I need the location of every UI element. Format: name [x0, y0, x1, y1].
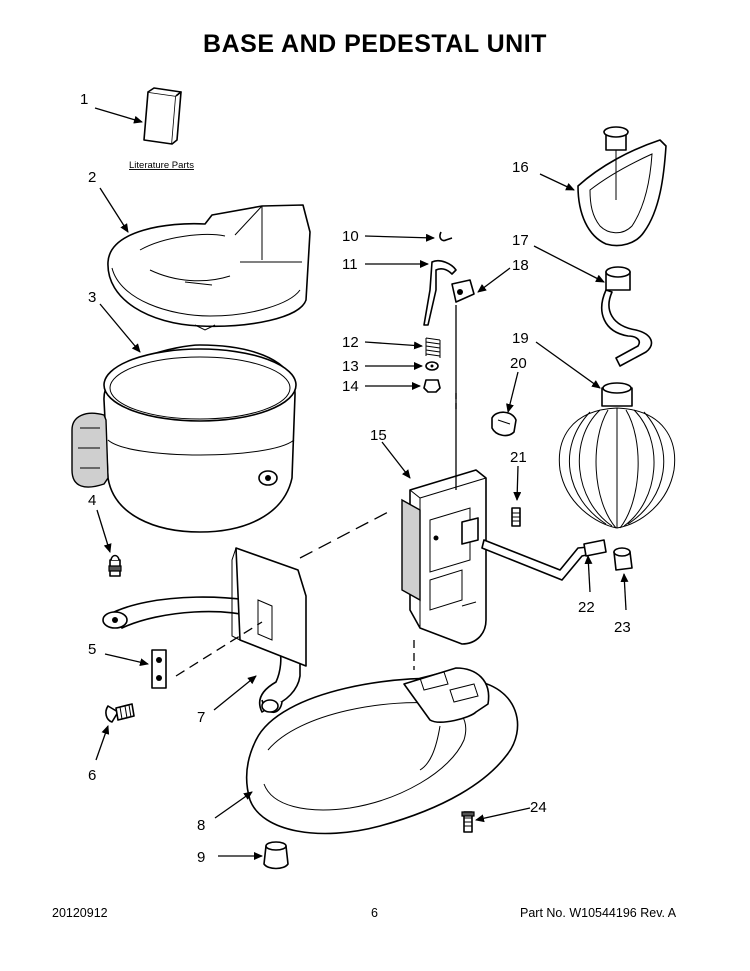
screw-24-part — [461, 811, 475, 833]
screw-21-part — [511, 507, 521, 527]
callout-21: 21 — [510, 449, 527, 466]
cap-part — [613, 547, 633, 571]
link-rod-part — [423, 259, 457, 326]
literature-parts-label: Literature Parts — [129, 160, 194, 171]
footer-date: 20120912 — [52, 906, 108, 920]
spring-part — [425, 337, 441, 358]
washer-part — [425, 361, 439, 371]
literature-parts-icon — [143, 87, 182, 145]
pedestal-part — [401, 469, 487, 645]
assembly-line-bowl — [299, 509, 393, 559]
callout-7: 7 — [197, 709, 205, 726]
callout-4: 4 — [88, 492, 96, 509]
callout-14: 14 — [342, 378, 359, 395]
dough-hook-part — [601, 266, 653, 367]
callout-10: 10 — [342, 228, 359, 245]
callout-5: 5 — [88, 641, 96, 658]
callout-12: 12 — [342, 334, 359, 351]
callout-18: 18 — [512, 257, 529, 274]
hook-part — [439, 231, 453, 242]
callout-20: 20 — [510, 355, 527, 372]
lever-part — [451, 279, 475, 303]
page-title: BASE AND PEDESTAL UNIT — [203, 30, 547, 58]
clip-part — [491, 411, 517, 437]
bowl-support-part — [102, 547, 307, 714]
bracket-part — [151, 649, 167, 689]
screw-6-part — [105, 703, 135, 723]
flat-beater-part — [577, 126, 667, 247]
footer-page-number: 6 — [371, 906, 378, 920]
callout-9: 9 — [197, 849, 205, 866]
callout-2: 2 — [88, 169, 96, 186]
callout-11: 11 — [342, 256, 358, 273]
pin-part — [108, 554, 122, 577]
callout-8: 8 — [197, 817, 205, 834]
assembly-line-bracket — [175, 621, 263, 677]
callout-6: 6 — [88, 767, 96, 784]
callout-3: 3 — [88, 289, 96, 306]
foot-part — [263, 841, 289, 870]
crank-part — [481, 539, 607, 581]
callout-17: 17 — [512, 232, 529, 249]
callout-24: 24 — [530, 799, 547, 816]
callout-19: 19 — [512, 330, 529, 347]
nut-part — [423, 379, 441, 393]
callout-1: 1 — [80, 91, 88, 108]
bowl-part — [71, 344, 297, 533]
leader-arrows — [94, 107, 629, 860]
base-part — [245, 667, 519, 835]
footer-part-number: Part No. W10544196 Rev. A — [520, 906, 677, 920]
pouring-shield-part — [107, 204, 311, 331]
callout-16: 16 — [512, 159, 529, 176]
callout-22: 22 — [578, 599, 595, 616]
callout-13: 13 — [342, 358, 359, 375]
callout-15: 15 — [370, 427, 387, 444]
callout-23: 23 — [614, 619, 631, 636]
wire-whip-part — [558, 382, 676, 529]
callout-numbers: 1 2 3 4 5 6 7 8 9 10 11 12 13 14 15 16 1… — [80, 91, 631, 866]
